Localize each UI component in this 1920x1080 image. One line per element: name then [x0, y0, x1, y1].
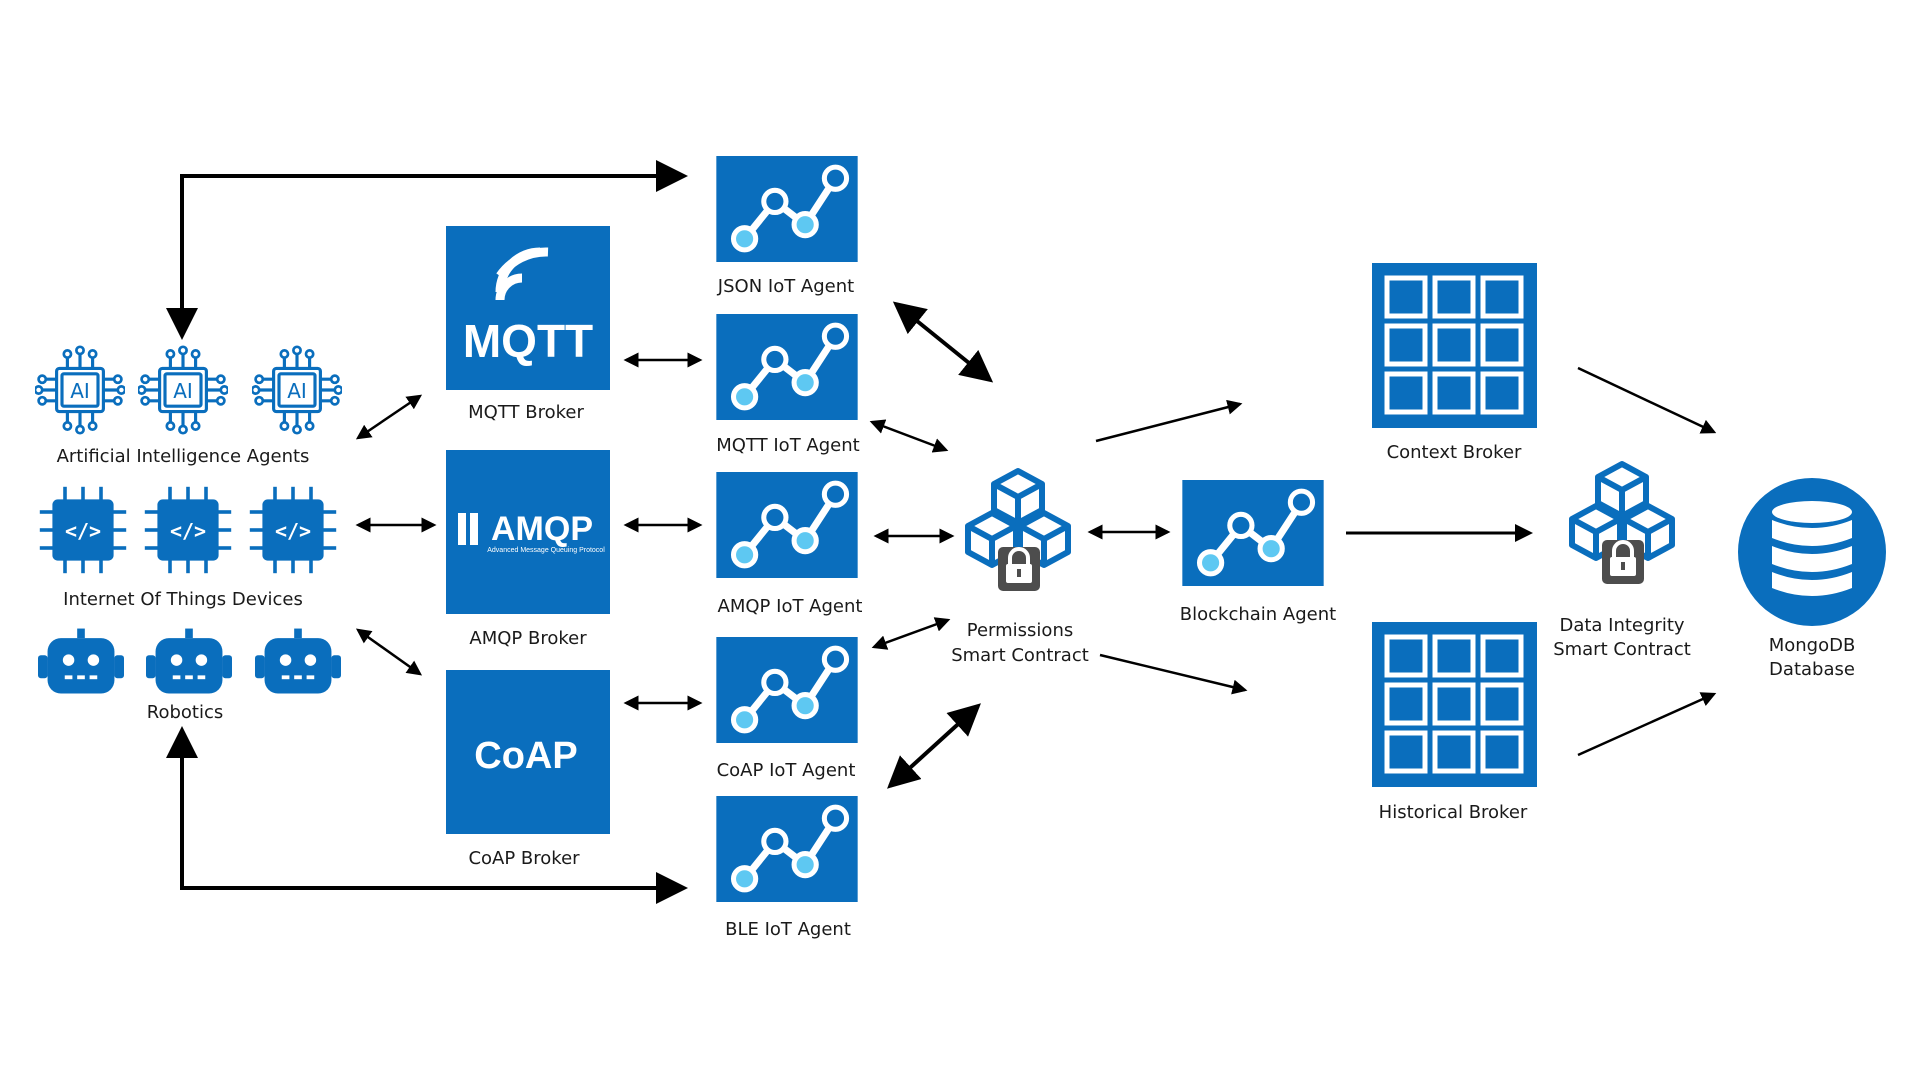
- historical-broker: Historical Broker: [1372, 622, 1537, 823]
- graph-icon: [716, 472, 857, 578]
- graph-icon: [716, 637, 857, 743]
- locked-cubes-icon: [1572, 464, 1672, 584]
- amqp-broker-label: AMQP Broker: [469, 628, 587, 649]
- svg-text:AI: AI: [287, 379, 307, 403]
- permissions-label-line1: Permissions: [967, 620, 1073, 641]
- svg-text:AI: AI: [70, 379, 90, 403]
- permissions-smart-contract: Permissions Smart Contract: [951, 471, 1089, 666]
- amqp-mark-icon: [458, 513, 478, 545]
- iot-chip-icon: </>: [248, 485, 338, 575]
- arrow-context-mongodb: [1577, 366, 1717, 434]
- data-integrity-smart-contract: Data Integrity Smart Contract: [1553, 464, 1691, 660]
- ai-agents-group: AI AI AI Artificial Intelligence Agents: [35, 345, 342, 467]
- grid-icon: [1372, 263, 1537, 428]
- graph-icon: [716, 156, 857, 262]
- svg-text:</>: </>: [275, 519, 311, 543]
- arrow-json-loop: [166, 160, 688, 340]
- historical-broker-label: Historical Broker: [1379, 802, 1528, 823]
- robotics-label: Robotics: [147, 702, 223, 723]
- ai-agents-label: Artificial Intelligence Agents: [57, 446, 310, 467]
- ble-iot-agent: BLE IoT Agent: [716, 796, 857, 940]
- mongodb-label-line1: MongoDB: [1769, 635, 1856, 656]
- amqp-iot-agent: AMQP IoT Agent: [716, 472, 862, 617]
- robotics-group: Robotics: [38, 628, 341, 723]
- json-iot-agent-label: JSON IoT Agent: [717, 276, 854, 297]
- mongodb-database: MongoDB Database: [1738, 478, 1886, 680]
- coap-broker-label: CoAP Broker: [468, 848, 580, 869]
- ai-chip-icon: AI: [35, 345, 125, 435]
- mqtt-iot-agent: MQTT IoT Agent: [716, 314, 860, 456]
- grid-icon: [1372, 622, 1537, 787]
- coap-iot-agent: CoAP IoT Agent: [716, 637, 857, 781]
- mqtt-broker-label: MQTT Broker: [468, 402, 584, 423]
- graph-icon: [716, 314, 857, 420]
- coap-broker: CoAP CoAP Broker: [446, 670, 610, 869]
- amqp-broker: AMQP Advanced Message Queuing Protocol A…: [446, 450, 610, 649]
- blockchain-agent: Blockchain Agent: [1180, 480, 1336, 625]
- mqtt-broker: MQTT MQTT Broker: [446, 226, 610, 423]
- data-integrity-label-line2: Smart Contract: [1553, 639, 1691, 660]
- robot-icon: [38, 628, 124, 694]
- ai-chip-icon: AI: [138, 345, 228, 435]
- arrow-mqtt-permissions: [869, 419, 949, 453]
- arrow-permissions-context: [1095, 399, 1243, 443]
- iot-chip-icon: </>: [143, 485, 233, 575]
- json-iot-agent: JSON IoT Agent: [716, 156, 857, 297]
- amqp-iot-agent-label: AMQP IoT Agent: [718, 596, 863, 617]
- svg-text:</>: </>: [170, 519, 206, 543]
- graph-icon: [1182, 480, 1323, 586]
- context-broker-label: Context Broker: [1387, 442, 1522, 463]
- robot-icon: [146, 628, 232, 694]
- mqtt-logo: MQTT: [463, 315, 593, 367]
- arrow-ai-mqtt: [355, 394, 423, 440]
- locked-cubes-icon: [968, 471, 1068, 591]
- data-integrity-label-line1: Data Integrity: [1559, 615, 1684, 636]
- coap-logo: CoAP: [474, 735, 577, 777]
- svg-text:AI: AI: [173, 379, 193, 403]
- ai-chip-icon: AI: [252, 345, 342, 435]
- blockchain-agent-label: Blockchain Agent: [1180, 604, 1336, 625]
- mqtt-iot-agent-label: MQTT IoT Agent: [716, 435, 859, 456]
- arrow-json-permissions: [892, 301, 994, 383]
- svg-text:</>: </>: [65, 519, 101, 543]
- ble-iot-agent-label: BLE IoT Agent: [725, 919, 851, 940]
- mongodb-label-line2: Database: [1769, 659, 1855, 680]
- iot-chip-icon: </>: [38, 485, 128, 575]
- database-icon: [1738, 478, 1886, 626]
- amqp-logo: AMQP: [491, 510, 593, 548]
- arrow-ble-permissions: [887, 703, 981, 789]
- arrow-ble-loop: [166, 726, 688, 904]
- permissions-label-line2: Smart Contract: [951, 645, 1089, 666]
- arrow-permissions-historical: [1099, 653, 1248, 695]
- iot-devices-label: Internet Of Things Devices: [63, 589, 303, 610]
- coap-iot-agent-label: CoAP IoT Agent: [717, 760, 856, 781]
- iot-devices-group: </> </> </> Internet Of Things Devices: [38, 485, 338, 610]
- arrow-historical-mongodb: [1577, 692, 1717, 757]
- robot-icon: [255, 628, 341, 694]
- graph-icon: [716, 796, 857, 902]
- context-broker: Context Broker: [1372, 263, 1537, 463]
- amqp-logo-subtitle: Advanced Message Queuing Protocol: [487, 547, 605, 554]
- arrow-robot-coap: [355, 628, 423, 676]
- connector-arrows: [166, 160, 1717, 904]
- arrow-coap-permissions: [871, 617, 951, 650]
